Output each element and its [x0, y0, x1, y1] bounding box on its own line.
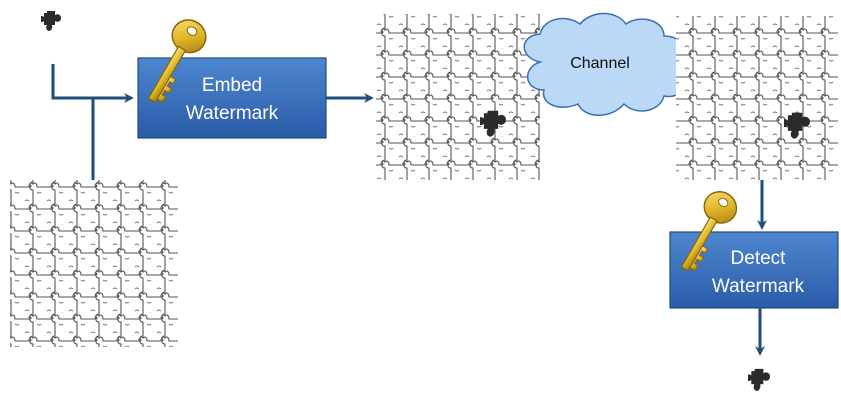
received-image [676, 16, 838, 180]
watermarked-image [376, 14, 540, 180]
detect-box-line2: Watermark [712, 276, 805, 297]
embed-box-line2: Watermark [186, 103, 279, 124]
embed-box-line1: Embed [202, 75, 262, 96]
detect-box-line1: Detect [731, 248, 787, 269]
detect-watermark-box: Detect Watermark [669, 231, 839, 309]
arrow-watermark-to-embed [51, 64, 134, 103]
channel-label: Channel [570, 55, 630, 72]
host-image [10, 180, 178, 347]
channel-cloud: Channel [523, 12, 689, 116]
extracted-piece-icon [748, 368, 770, 391]
watermark-piece-icon [41, 11, 61, 31]
